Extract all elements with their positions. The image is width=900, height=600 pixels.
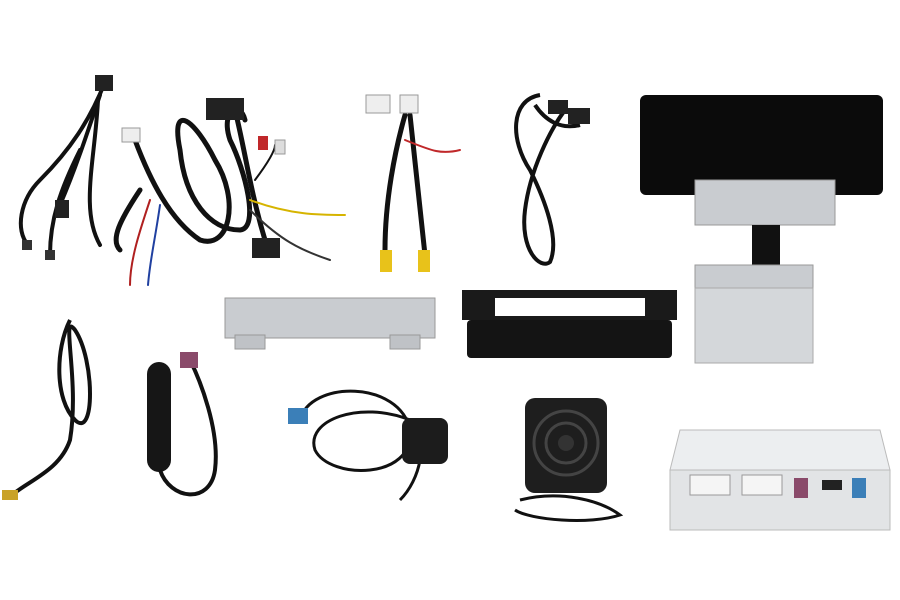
wiring-harness-left	[18, 75, 113, 260]
wiring-harness-main	[113, 98, 346, 286]
speaker	[514, 398, 624, 522]
radio-antenna	[147, 352, 218, 497]
camera-harness	[365, 94, 461, 272]
interface-module	[669, 429, 891, 531]
gps-antenna	[288, 389, 448, 502]
trim-frame	[462, 290, 677, 358]
mounting-bracket	[224, 297, 436, 350]
usb-cable	[514, 93, 590, 266]
display-screen	[640, 95, 883, 364]
hdmi-cable	[2, 319, 92, 500]
